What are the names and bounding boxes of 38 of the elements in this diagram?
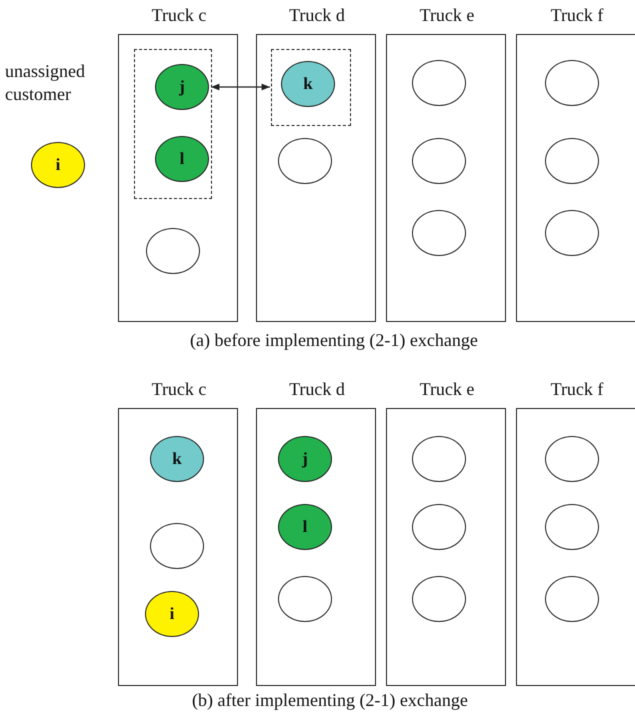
customer-node: k	[281, 61, 335, 107]
empty-slot-circle	[545, 210, 599, 256]
truck-label: Truck e	[418, 5, 476, 26]
customer-node: j	[155, 64, 209, 110]
truck-label: Truck c	[150, 5, 208, 26]
truck-label: Truck c	[150, 379, 208, 400]
caption-text: (b) after implementing (2-1) exchange	[192, 690, 468, 711]
customer-node: j	[278, 436, 332, 482]
double-arrow	[211, 84, 270, 90]
truck-label: Truck d	[288, 5, 346, 26]
empty-slot-circle	[412, 576, 466, 622]
dashed-selection-box	[134, 49, 212, 199]
empty-slot-circle	[412, 60, 466, 106]
caption-text: (a) before implementing (2-1) exchange	[190, 330, 478, 351]
empty-slot-circle	[278, 576, 332, 622]
empty-slot-circle	[545, 504, 599, 550]
empty-slot-circle	[146, 228, 200, 274]
empty-slot-circle	[412, 138, 466, 184]
customer-node: k	[150, 436, 204, 482]
empty-slot-circle	[545, 436, 599, 482]
empty-slot-circle	[545, 576, 599, 622]
customer-node: i	[31, 142, 85, 188]
empty-slot-circle	[412, 210, 466, 256]
truck-label: Truck f	[550, 5, 604, 26]
customer-node: l	[278, 504, 332, 550]
customer-node: i	[145, 591, 199, 637]
empty-slot-circle	[412, 436, 466, 482]
customer-node: l	[155, 136, 209, 182]
empty-slot-circle	[545, 60, 599, 106]
empty-slot-circle	[278, 138, 332, 184]
truck-label: Truck f	[550, 379, 604, 400]
truck-label: Truck e	[418, 379, 476, 400]
empty-slot-circle	[150, 523, 204, 569]
dashed-selection-box	[271, 49, 351, 126]
empty-slot-circle	[545, 138, 599, 184]
empty-slot-circle	[412, 504, 466, 550]
annotation-text: unassigned customer	[5, 60, 86, 106]
truck-label: Truck d	[288, 379, 346, 400]
